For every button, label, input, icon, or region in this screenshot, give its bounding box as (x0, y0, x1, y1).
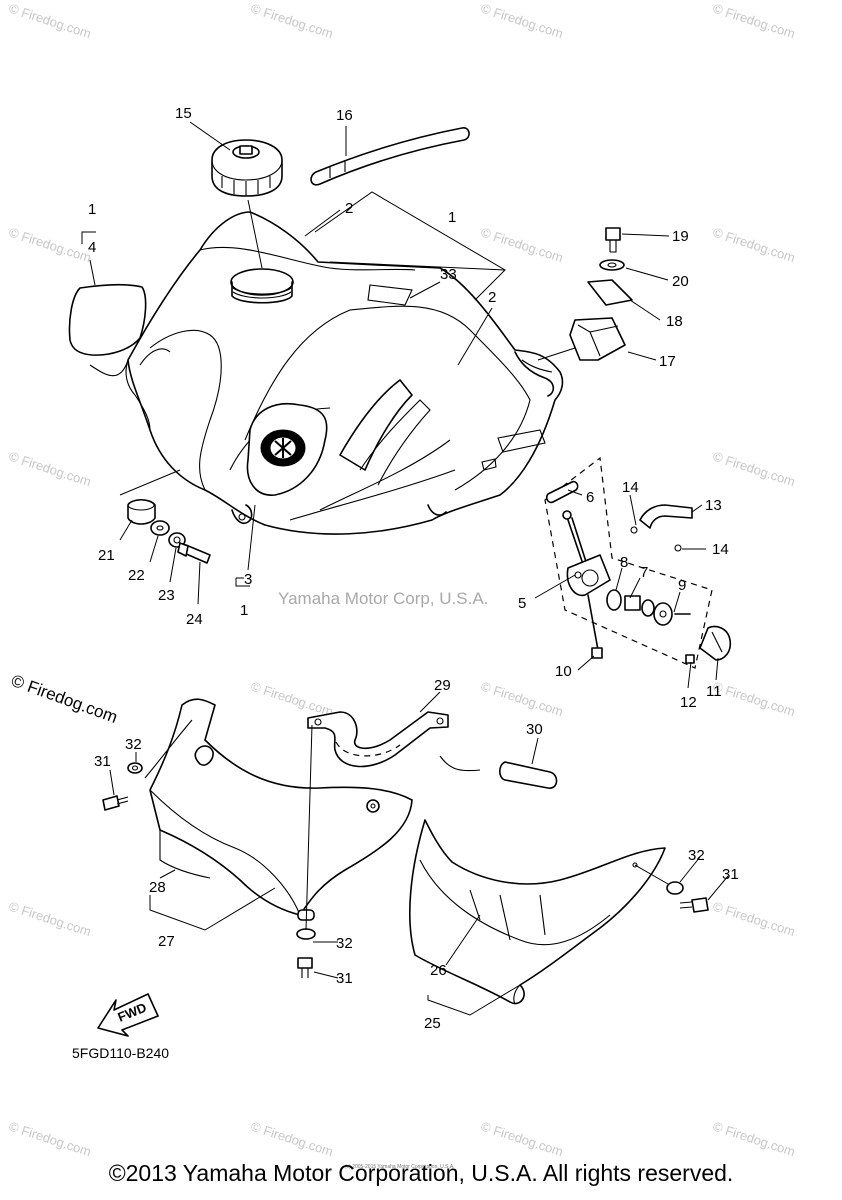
callout-1: 1 (240, 602, 248, 619)
callout-32: 32 (336, 935, 353, 952)
watermark: © Firedog.com (7, 1119, 93, 1160)
fuel-cap (211, 139, 283, 197)
tank-fasteners (569, 227, 633, 361)
callout-30: 30 (526, 721, 543, 738)
callout-1: 1 (448, 209, 456, 226)
watermark: © Firedog.com (249, 1119, 335, 1160)
callout-24: 24 (186, 611, 203, 628)
left-side-cover (144, 698, 413, 921)
callout-23: 23 (158, 587, 175, 604)
bracket-and-hose (307, 711, 558, 789)
callout-14: 14 (712, 541, 729, 558)
callout-4: 4 (88, 239, 96, 256)
fuel-tank (125, 211, 564, 535)
watermark: © Firedog.com (479, 679, 565, 720)
fwd-arrow: FWD (97, 993, 159, 1037)
callout-2: 2 (488, 289, 496, 306)
callout-21: 21 (98, 547, 115, 564)
watermark: © Firedog.com (479, 225, 565, 266)
callout-15: 15 (175, 105, 192, 122)
callout-labels: 1 4 2 1 15 16 33 2 19 20 18 17 6 14 13 1… (88, 105, 739, 1032)
watermark: © Firedog.com (249, 679, 335, 720)
callout-29: 29 (434, 677, 451, 694)
callout-9: 9 (678, 577, 686, 594)
small-copyright: (c) 2005-2015 Yamaha Motor Corporation, … (345, 1164, 455, 1170)
callout-33: 33 (440, 266, 457, 283)
callout-2: 2 (345, 200, 353, 217)
watermark: © Firedog.com (479, 1119, 565, 1160)
callout-12: 12 (680, 694, 697, 711)
watermark: © Firedog.com (711, 1119, 797, 1160)
watermark: © Firedog.com (7, 449, 93, 490)
watermark: © Firedog.com (7, 225, 93, 266)
callout-14: 14 (622, 479, 639, 496)
callout-32: 32 (688, 847, 705, 864)
callout-18: 18 (666, 313, 683, 330)
watermark: © Firedog.com (711, 899, 797, 940)
callout-8: 8 (620, 554, 628, 571)
callout-6: 6 (586, 489, 594, 506)
callout-28: 28 (149, 879, 166, 896)
callout-32: 32 (125, 736, 142, 753)
breather-hose (310, 127, 470, 186)
callout-5: 5 (518, 595, 526, 612)
callout-16: 16 (336, 107, 353, 124)
callout-25: 25 (424, 1015, 441, 1032)
right-side-cover (409, 819, 666, 1005)
watermark: © Firedog.com (711, 1, 797, 42)
callout-17: 17 (659, 353, 676, 370)
callout-26: 26 (430, 962, 447, 979)
tank-mount-parts (127, 498, 211, 564)
callout-7: 7 (640, 564, 648, 581)
watermark: © Firedog.com (249, 1, 335, 42)
center-watermark: Yamaha Motor Corp, U.S.A. (278, 589, 488, 608)
watermark: © Firedog.com (711, 679, 797, 720)
part-4-knee-pad (68, 283, 147, 356)
fuel-cock-assembly (544, 456, 732, 669)
screws-and-washers (102, 762, 709, 978)
diagram-code: 5FGD110-B240 (72, 1045, 169, 1061)
callout-31: 31 (722, 866, 739, 883)
callout-10: 10 (555, 663, 572, 680)
watermark: © Firedog.com (7, 899, 93, 940)
callout-31: 31 (336, 970, 353, 987)
watermark: © Firedog.com (711, 225, 797, 266)
callout-27: 27 (158, 933, 175, 950)
callout-31: 31 (94, 753, 111, 770)
callout-22: 22 (128, 567, 145, 584)
watermark: © Firedog.com (711, 449, 797, 490)
leader-lines (81, 121, 729, 1016)
callout-11: 11 (706, 683, 722, 700)
copyright-footer: ©2013 Yamaha Motor Corporation, U.S.A. A… (108, 1160, 734, 1186)
watermark: © Firedog.com (479, 1, 565, 42)
callout-13: 13 (705, 497, 722, 514)
firedog-corner-label: © Firedog.com (9, 671, 120, 727)
callout-3: 3 (244, 571, 252, 588)
part-4-edge (89, 359, 129, 377)
callout-1: 1 (88, 201, 96, 218)
callout-20: 20 (672, 273, 689, 290)
callout-19: 19 (672, 228, 689, 245)
watermark: © Firedog.com (7, 1, 93, 42)
